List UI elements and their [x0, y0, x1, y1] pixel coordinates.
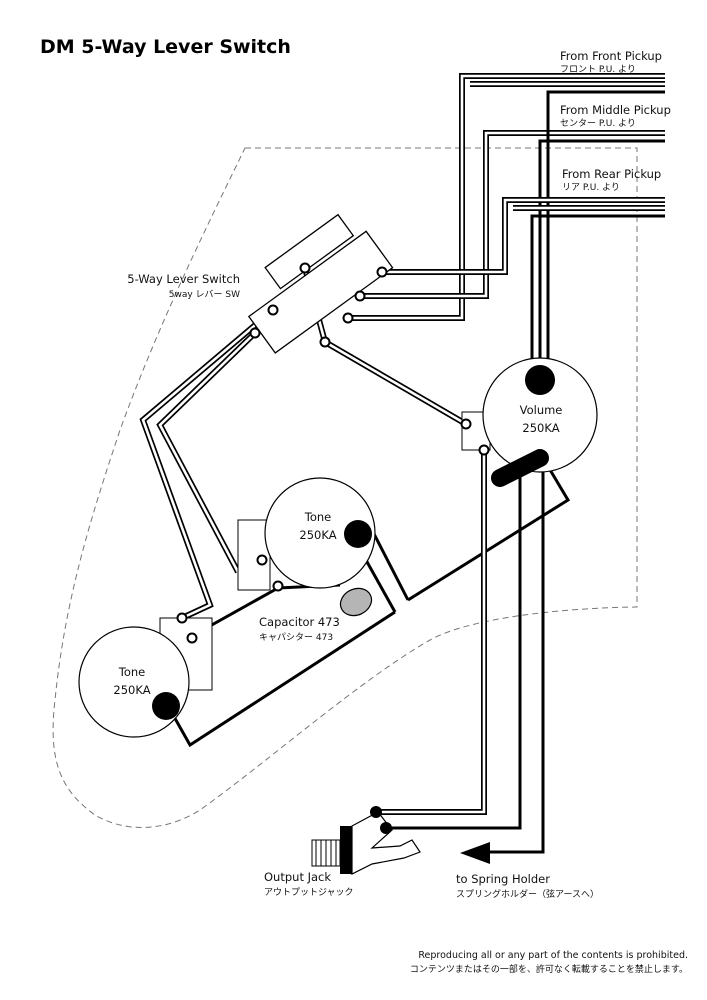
tone-pot-lower: Tone 250KA: [78, 612, 213, 738]
copyright-notice-jp: コンテンツまたはその一部を、許可なく転載することを禁止します。: [410, 963, 688, 975]
middle-pickup-leads: [360, 90, 665, 372]
volume-name: Volume: [520, 403, 563, 417]
volume-value: 250KA: [522, 421, 559, 435]
front-pickup-label: From Front Pickup: [560, 49, 662, 63]
middle-pickup-label-jp: センター P.U. より: [560, 118, 636, 129]
switch-label-jp: 5way レバー SW: [169, 289, 240, 300]
switch-label: 5-Way Lever Switch: [127, 272, 240, 286]
spring-label-jp: スプリングホルダー（弦アースへ）: [456, 888, 599, 900]
spring-holder-arrow: to Spring Holder スプリングホルダー（弦アースへ）: [456, 842, 599, 900]
output-jack: Output Jack アウトプットジャック: [264, 806, 421, 898]
rear-pickup-leads: [382, 197, 665, 372]
rear-pickup-label: From Rear Pickup: [562, 167, 661, 181]
tone-pot-upper: Tone 250KA: [237, 477, 376, 592]
capacitor: Capacitor 473 キャパシター 473: [259, 587, 373, 643]
tone-upper-name: Tone: [304, 510, 331, 524]
front-pickup-leads: [348, 73, 665, 321]
capacitor-label-jp: キャパシター 473: [259, 632, 333, 643]
volume-pot: Volume 250KA: [460, 357, 598, 487]
capacitor-label: Capacitor 473: [259, 615, 340, 629]
body-outline: [52, 147, 638, 828]
jack-label-jp: アウトプットジャック: [264, 887, 354, 898]
five-way-switch: [247, 213, 394, 354]
rear-pickup-label-jp: リア P.U. より: [562, 182, 620, 193]
jack-label: Output Jack: [264, 870, 331, 884]
tone-lower-name: Tone: [118, 665, 145, 679]
switch-to-tone-wires: [139, 307, 275, 621]
tone-upper-value: 250KA: [299, 528, 336, 542]
volume-to-jack-wires: [376, 452, 545, 854]
diagram-title: DM 5-Way Lever Switch: [40, 36, 291, 58]
middle-pickup-label: From Middle Pickup: [560, 103, 671, 117]
copyright-notice: Reproducing all or any part of the conte…: [418, 950, 688, 961]
front-pickup-label-jp: フロント P.U. より: [560, 64, 636, 75]
tone-lower-value: 250KA: [113, 683, 150, 697]
spring-label: to Spring Holder: [456, 872, 550, 886]
